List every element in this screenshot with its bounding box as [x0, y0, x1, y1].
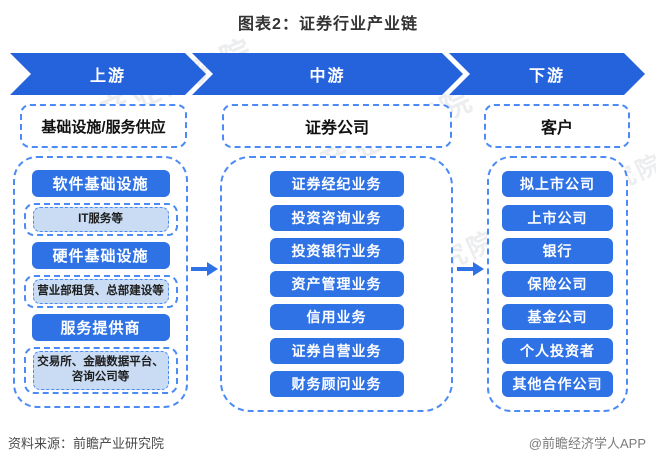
column-header-label: 客户: [540, 120, 573, 137]
chain-item: 其他合作公司: [502, 370, 613, 397]
downstream-items-container: 拟上市公司上市公司银行保险公司基金公司个人投资者其他合作公司: [487, 156, 628, 412]
column-header-label: 基础设施/服务供应: [41, 118, 166, 136]
midstream-items-container: 证券经纪业务投资咨询业务投资银行业务资产管理业务信用业务证券自营业务财务顾问业务: [220, 156, 453, 412]
page-title: 图表2：证券行业产业链: [238, 16, 418, 33]
flow-arrow-right-icon: [457, 262, 484, 276]
chain-subitem-label: 营业部租赁、总部建设等: [32, 278, 169, 304]
chain-item: 投资银行业务: [269, 237, 404, 264]
ribbon-midstream-label: 中游: [309, 68, 346, 85]
chain-item: 财务顾问业务: [269, 370, 404, 397]
chain-subitem-label: IT服务等: [32, 206, 169, 232]
chain-subitem: 营业部租赁、总部建设等: [23, 274, 178, 308]
chain-item: 证券经纪业务: [269, 171, 404, 198]
chain-item: 资产管理业务: [269, 271, 404, 297]
ribbon-segment-upstream: 上游: [10, 53, 206, 95]
chain-item: 拟上市公司: [502, 171, 613, 198]
chain-item: 服务提供商: [31, 313, 170, 341]
chain-item: 软件基础设施: [31, 169, 170, 197]
chain-subitem: IT服务等: [23, 202, 178, 236]
ribbon-downstream-label: 下游: [528, 68, 565, 85]
upstream-items-container: 软件基础设施 IT服务等硬件基础设施营业部租赁、总部建设等服务提供商交易所、金融数…: [13, 156, 188, 408]
chain-item: 银行: [502, 237, 613, 264]
column-header-securities-firms: 证券公司: [222, 104, 452, 148]
chain-item: 投资咨询业务: [269, 204, 404, 231]
chain-item: 信用业务: [269, 304, 404, 331]
column-header-label: 证券公司: [304, 120, 369, 137]
column-header-infrastructure: 基础设施/服务供应: [20, 104, 187, 148]
chain-item: 证券自营业务: [269, 337, 404, 364]
ribbon-segment-midstream: 中游: [192, 53, 463, 95]
chain-item: 上市公司: [502, 204, 613, 231]
chain-item: 基金公司: [502, 304, 613, 331]
chain-subitem: 交易所、金融数据平台、咨询公司等: [23, 346, 178, 394]
flow-arrow-right-icon: [191, 262, 218, 276]
credit-note: @前瞻经济学人APP: [528, 436, 646, 451]
source-note: 资料来源：前瞻产业研究院: [8, 436, 165, 451]
chain-item: 硬件基础设施: [31, 241, 170, 269]
ribbon-segment-downstream: 下游: [449, 53, 645, 95]
chain-subitem-label: 交易所、金融数据平台、咨询公司等: [32, 350, 169, 390]
ribbon-upstream-label: 上游: [89, 68, 126, 85]
chain-item: 保险公司: [502, 271, 613, 297]
column-header-customers: 客户: [484, 104, 630, 148]
chain-item: 个人投资者: [502, 337, 613, 364]
